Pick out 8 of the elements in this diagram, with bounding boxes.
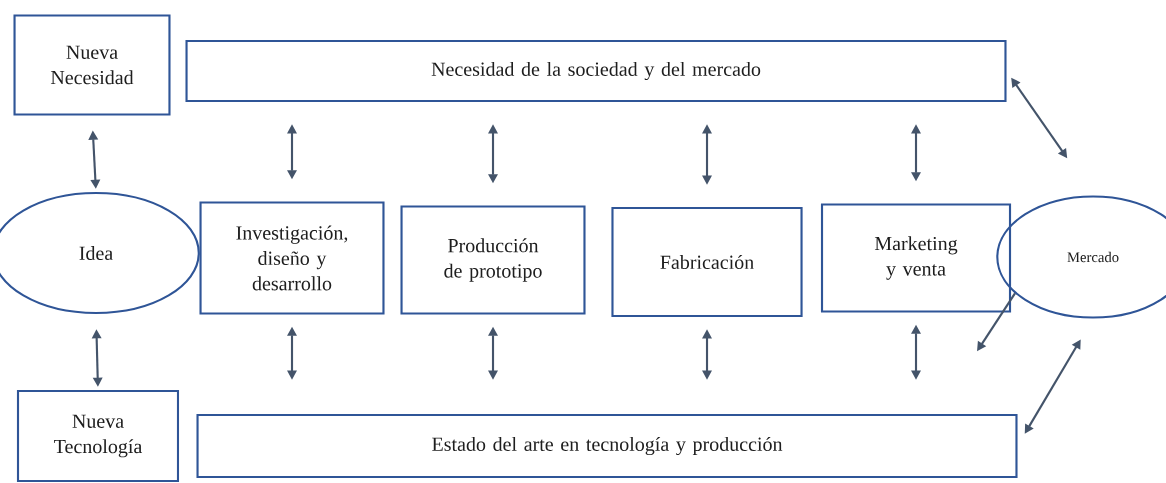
band-box: Necesidad de la sociedad y del mercado [185, 39, 1007, 103]
process-box: Fabricación [611, 206, 803, 318]
process-box: Investigación, diseño y desarrollo [199, 201, 385, 315]
process-box: Producción de prototipo [400, 205, 586, 315]
process-box: Nueva Tecnología [16, 389, 180, 483]
band-box: Estado del arte en tecnología y producción [196, 413, 1018, 479]
process-box: Nueva Necesidad [13, 14, 171, 116]
process-box: Marketing y venta [820, 203, 1012, 313]
